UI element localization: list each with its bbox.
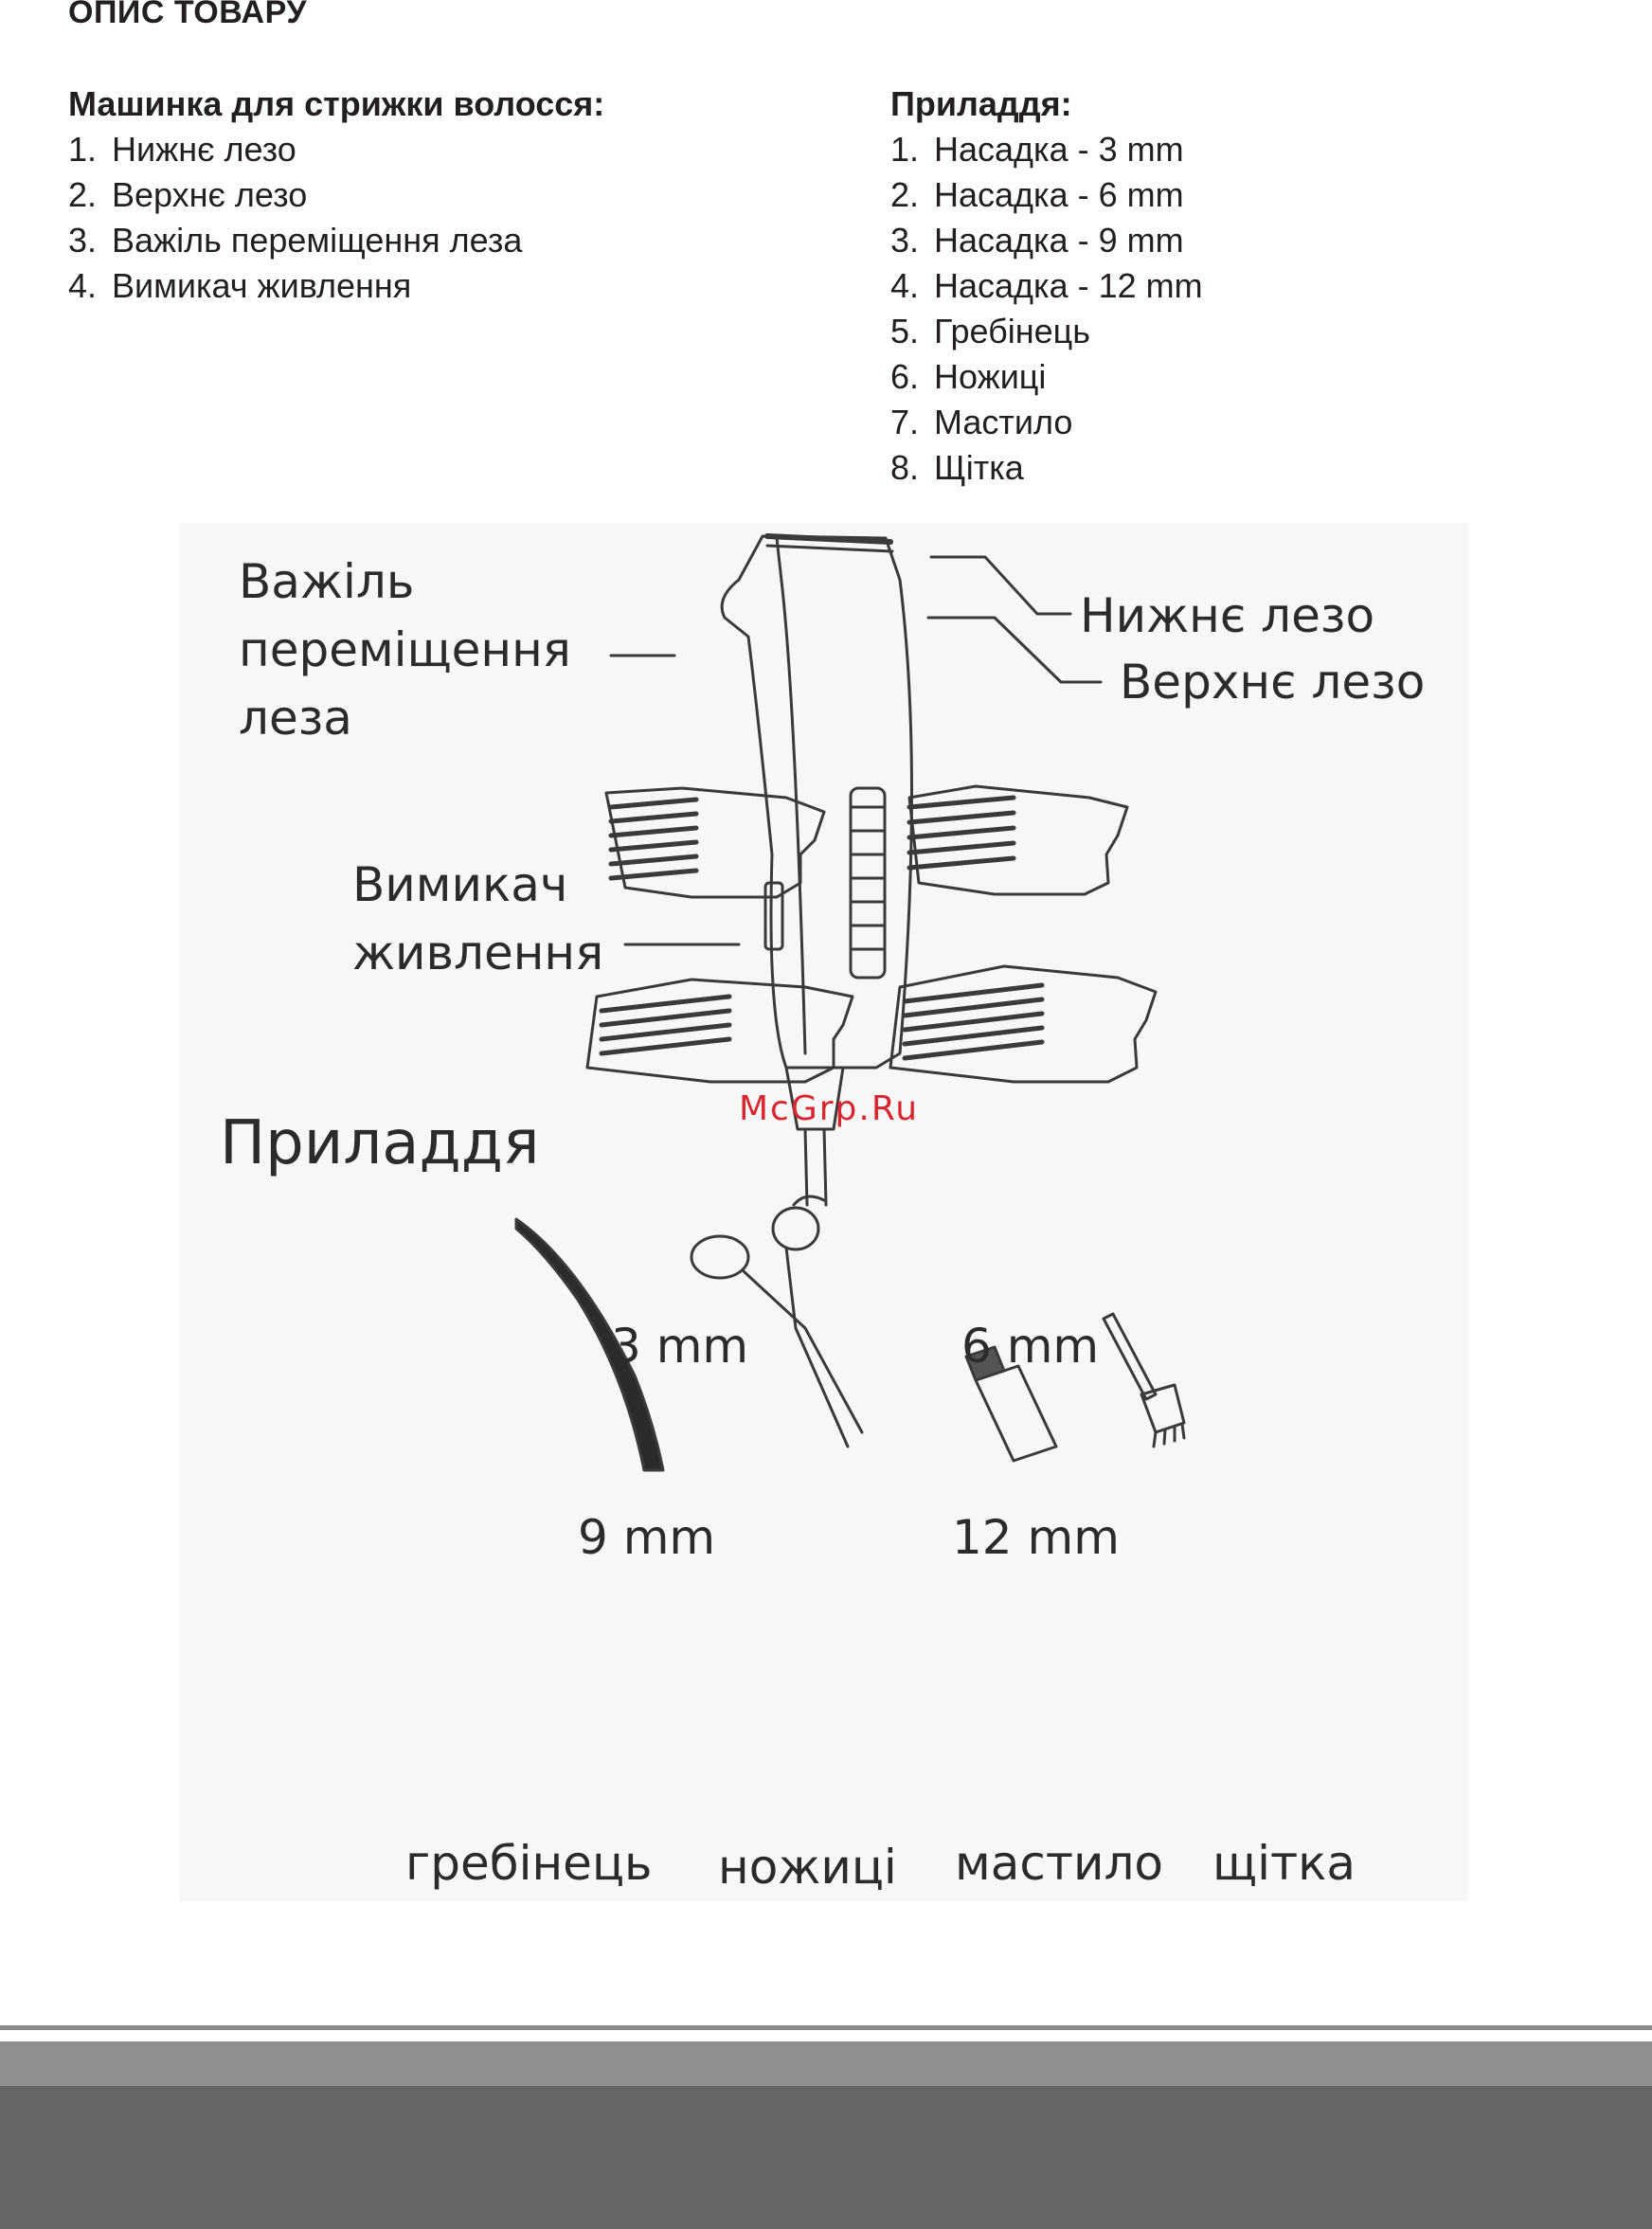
accessories-diagram-title: Приладдя — [220, 1108, 540, 1178]
styling-comb-illustration — [514, 1217, 665, 1472]
list-item: 2.Верхнє лезо — [68, 175, 308, 214]
list-item: 3.Насадка - 9 mm — [890, 221, 1184, 260]
comb-6mm-label: 6 mm — [961, 1319, 1100, 1374]
list-item: 4.Насадка - 12 mm — [890, 266, 1203, 305]
clipper-heading: Машинка для стрижки волосся: — [68, 84, 605, 123]
list-item: 1.Нижнє лезо — [68, 130, 296, 169]
leader-lines — [609, 555, 1103, 946]
comb-3mm-label: 3 mm — [611, 1319, 749, 1374]
diagram-drawing — [514, 533, 1186, 1472]
list-item: 1.Насадка - 3 mm — [890, 130, 1184, 169]
comb-attachment-9mm — [585, 978, 854, 1084]
list-item: 3.Важіль переміщення леза — [68, 221, 523, 260]
oil-label: мастило — [955, 1836, 1164, 1891]
list-item: 4.Вимикач живлення — [68, 266, 412, 305]
list-item: 5.Гребінець — [890, 312, 1091, 351]
comb-attachment-3mm — [604, 786, 826, 899]
footer-band-dark — [0, 2086, 1652, 2229]
scissors-label: ножиці — [718, 1840, 897, 1895]
comb-attachment-12mm — [889, 964, 1158, 1084]
comb-9mm-label: 9 mm — [578, 1510, 716, 1565]
list-item: 6.Ножиці — [890, 357, 1047, 396]
comb-12mm-label: 12 mm — [952, 1510, 1120, 1565]
footer-divider — [0, 2025, 1652, 2030]
product-diagram: Важіль переміщення леза Вимикач живлення… — [180, 523, 1468, 1901]
comb-label: гребінець — [405, 1836, 653, 1891]
brush-label: щітка — [1212, 1836, 1356, 1891]
list-item: 2.Насадка - 6 mm — [890, 175, 1184, 214]
accessories-list: Приладдя: 1.Насадка - 3 mm 2.Насадка - 6… — [890, 81, 1203, 491]
cleaning-brush-illustration — [1102, 1312, 1186, 1448]
hair-clipper-illustration — [720, 533, 913, 1207]
list-item: 8.Щітка — [890, 448, 1024, 487]
watermark: McGrp.Ru — [739, 1089, 920, 1128]
oil-bottle-illustration — [964, 1345, 1058, 1463]
footer-band-light — [0, 2041, 1652, 2086]
list-item: 7.Мастило — [890, 403, 1073, 441]
lower-blade-label: Нижнє лезо — [1080, 588, 1375, 643]
power-switch-label: Вимикач живлення — [352, 857, 604, 980]
accessories-heading: Приладдя: — [890, 84, 1072, 123]
comb-attachment-6mm — [907, 784, 1129, 896]
upper-blade-label: Верхнє лезо — [1120, 655, 1426, 710]
page-title: ОПИС ТОВАРУ — [68, 0, 307, 30]
clipper-parts-list: Машинка для стрижки волосся: 1.Нижнє лез… — [68, 81, 604, 309]
lever-label: Важіль переміщення леза — [239, 554, 571, 746]
scissors-illustration — [690, 1195, 864, 1448]
